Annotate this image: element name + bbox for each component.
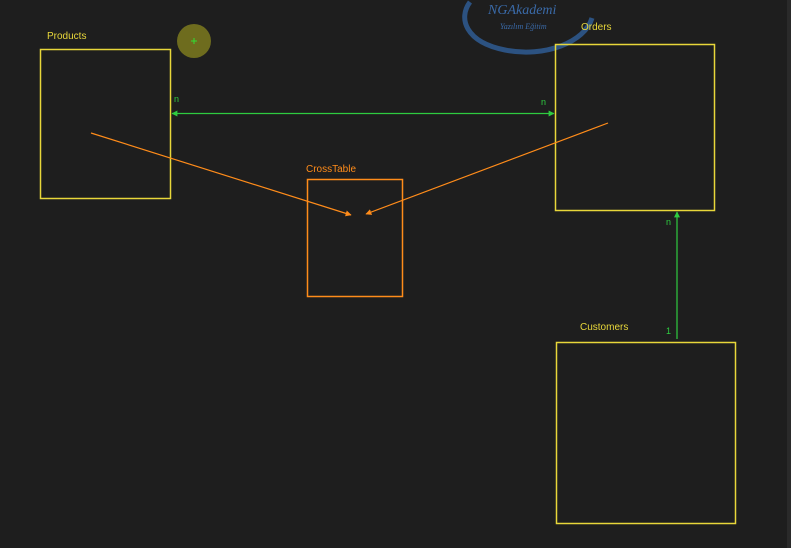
- entity-crosstable-title: CrossTable: [306, 164, 356, 175]
- relation-orders-customers[interactable]: n 1: [666, 211, 680, 339]
- connector-orders-crosstable[interactable]: [365, 122, 609, 215]
- cardinality-orders-side: n: [541, 97, 546, 107]
- cardinality-customers-end: 1: [666, 326, 671, 336]
- watermark-tagline: Yazılım Eğitim: [500, 22, 547, 31]
- entity-customers-title: Customers: [580, 322, 628, 333]
- cardinality-products-side: n: [174, 94, 179, 104]
- watermark-logo: NGAkademi Yazılım Eğitim: [462, 0, 595, 55]
- entity-products-box[interactable]: [39, 48, 172, 200]
- watermark-brand: NGAkademi: [487, 3, 557, 18]
- connector-products-crosstable[interactable]: [90, 132, 352, 217]
- entity-crosstable-box[interactable]: [306, 178, 404, 298]
- relation-products-orders[interactable]: n n: [171, 94, 555, 117]
- entity-orders[interactable]: Orders: [554, 22, 716, 212]
- entity-products[interactable]: Products: [39, 31, 172, 200]
- entity-products-title: Products: [47, 31, 86, 42]
- entity-orders-title: Orders: [581, 22, 612, 33]
- entity-crosstable[interactable]: CrossTable: [306, 164, 404, 298]
- plus-cursor-icon: [177, 24, 211, 58]
- entity-customers[interactable]: Customers: [555, 322, 737, 525]
- entity-customers-box[interactable]: [555, 341, 737, 525]
- window-edge: [787, 0, 791, 548]
- cardinality-orders-end: n: [666, 217, 671, 227]
- entity-orders-box[interactable]: [554, 43, 716, 212]
